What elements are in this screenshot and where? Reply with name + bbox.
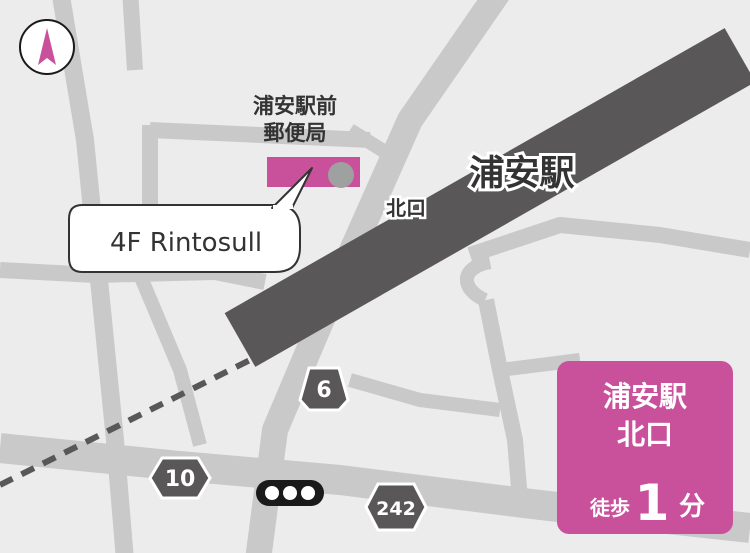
route-shield-10-label: 10 bbox=[165, 467, 196, 492]
road-middle-west bbox=[0, 262, 267, 290]
info-box-walk-minutes: 1 bbox=[635, 474, 670, 532]
road-east-loop bbox=[460, 255, 492, 307]
route-shield-10: 10 bbox=[148, 456, 212, 500]
callout-bubble bbox=[68, 204, 301, 273]
road-post-office-connector bbox=[346, 124, 394, 161]
road-south-branch bbox=[348, 373, 501, 417]
route-shield-6: 6 bbox=[298, 366, 350, 412]
post-office-label-line2: 郵便局 bbox=[264, 121, 327, 145]
route-shield-242-shape bbox=[364, 482, 428, 532]
walk-time-info-box: 浦安駅 北口 徒歩 1 分 bbox=[557, 361, 733, 534]
road-middle-diagonal bbox=[133, 272, 207, 447]
info-box-background bbox=[557, 361, 733, 534]
road-nw-short bbox=[122, 0, 143, 71]
info-box-walk-unit: 分 bbox=[679, 492, 705, 522]
station-name-label: 浦安駅 bbox=[469, 154, 574, 194]
info-box-walk-label: 徒歩 bbox=[589, 496, 630, 520]
road-east-upper bbox=[467, 217, 750, 263]
station-rail bbox=[224, 28, 750, 367]
road-east-vertical bbox=[478, 298, 528, 501]
traffic-signal-light-3 bbox=[301, 486, 315, 500]
post-office-marker bbox=[328, 162, 354, 188]
info-box-station: 浦安駅 bbox=[603, 380, 687, 413]
route-shield-242: 242 bbox=[364, 482, 428, 532]
callout-text: 4F Rintosull bbox=[110, 228, 262, 258]
traffic-signal-icon bbox=[256, 480, 324, 506]
road-west-vertical bbox=[52, 0, 134, 553]
info-box-exit: 北口 bbox=[617, 418, 673, 451]
route-shield-10-shape bbox=[148, 456, 212, 500]
north-arrow-icon bbox=[19, 19, 75, 75]
route-shield-6-label: 6 bbox=[316, 378, 331, 403]
road-upper-horizontal bbox=[149, 122, 371, 148]
traffic-signal-light-2 bbox=[283, 486, 297, 500]
dashed-rail-line bbox=[0, 347, 272, 488]
traffic-signal-light-1 bbox=[265, 486, 279, 500]
north-arrow-pointer bbox=[38, 28, 56, 65]
post-office-label-line1: 浦安駅前 bbox=[253, 94, 337, 118]
station-exit-label: 北口 bbox=[386, 196, 426, 220]
route-shield-6-shape bbox=[298, 366, 350, 412]
route-shield-242-label: 242 bbox=[376, 498, 416, 520]
